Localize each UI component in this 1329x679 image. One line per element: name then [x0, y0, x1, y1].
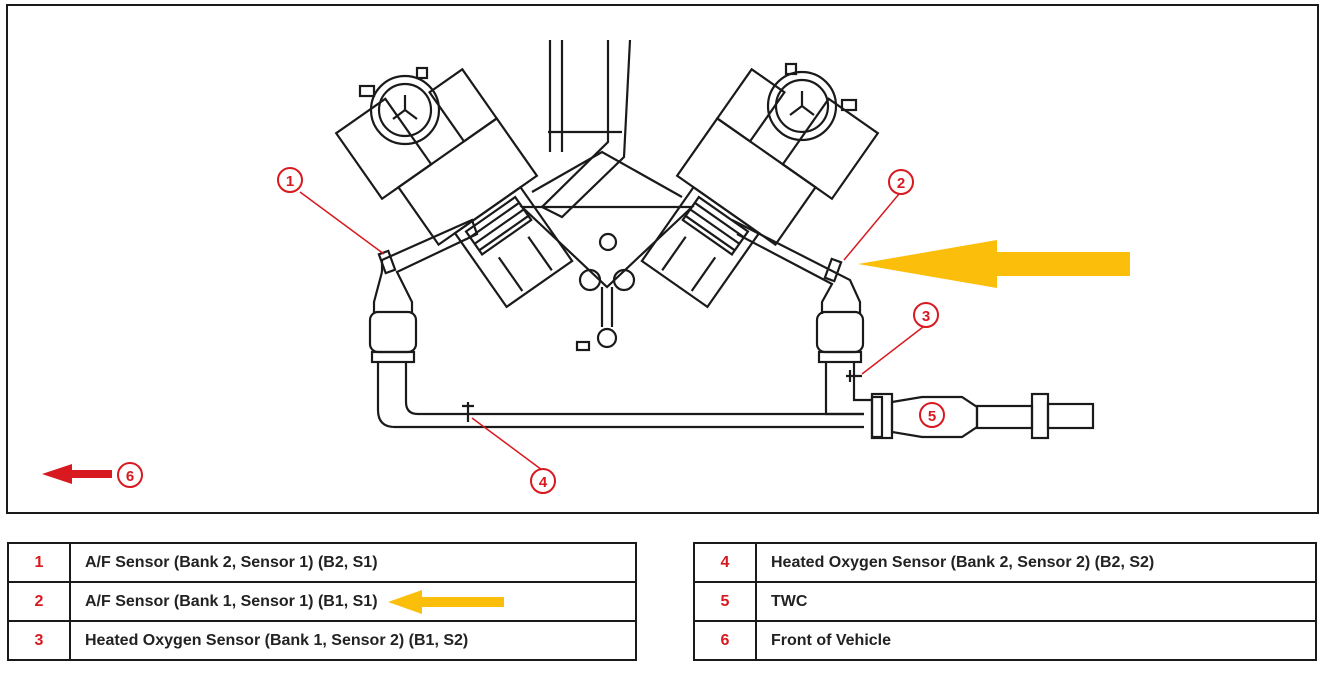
callout-5-circle	[919, 402, 945, 428]
legend-row: 5 TWC	[693, 581, 1317, 622]
legend-number: 1	[7, 542, 71, 583]
sensor-4-part	[462, 402, 474, 422]
callout-1-circle	[277, 167, 303, 193]
legend-label: TWC	[755, 581, 1317, 622]
callout-2-label: 2	[897, 175, 905, 192]
legend-label: A/F Sensor (Bank 1, Sensor 1) (B1, S1)	[85, 592, 378, 610]
legend-number: 2	[7, 581, 71, 622]
left-cam-pulley	[358, 66, 441, 146]
callout-6-circle	[117, 462, 143, 488]
legend-highlight-arrow-icon	[387, 589, 504, 614]
engine-schematic: 1 2 3 4 5 6	[42, 39, 1130, 494]
legend-row: 6 Front of Vehicle	[693, 620, 1317, 661]
callout-4-label: 4	[539, 474, 548, 491]
callout-1-label: 1	[286, 173, 294, 190]
legend-label: A/F Sensor (Bank 2, Sensor 1) (B2, S1)	[69, 542, 637, 583]
callout-2-circle	[888, 169, 914, 195]
legend-number: 6	[693, 620, 757, 661]
twc-converter	[870, 392, 1095, 440]
callout-4-circle	[530, 468, 556, 494]
callout-3-circle	[913, 302, 939, 328]
right-cylinder-bank	[640, 67, 880, 309]
legend-row: 1 A/F Sensor (Bank 2, Sensor 1) (B2, S1)	[7, 542, 637, 583]
sensor-3-part	[846, 370, 862, 382]
left-cylinder-bank	[334, 67, 574, 309]
sensor-1-part	[377, 249, 397, 275]
callout-3-label: 3	[922, 308, 930, 325]
engine-diagram: 1 2 3 4 5 6	[6, 4, 1319, 514]
callout-3-leader	[861, 326, 924, 375]
crankcase	[519, 150, 695, 352]
highlight-arrow-icon	[858, 240, 1130, 288]
legend-number: 3	[7, 620, 71, 661]
legend-label-cell: A/F Sensor (Bank 1, Sensor 1) (B1, S1)	[69, 581, 637, 622]
legend-table-right: 4 Heated Oxygen Sensor (Bank 2, Sensor 2…	[693, 542, 1317, 661]
callout-5-label: 5	[928, 408, 936, 425]
right-cam-pulley	[766, 62, 858, 142]
left-exhaust-pipe	[368, 218, 864, 429]
callout-1-leader	[299, 191, 385, 255]
legend-label: Heated Oxygen Sensor (Bank 2, Sensor 2) …	[755, 542, 1317, 583]
legend-number: 5	[693, 581, 757, 622]
legend-label: Front of Vehicle	[755, 620, 1317, 661]
legend-row: 4 Heated Oxygen Sensor (Bank 2, Sensor 2…	[693, 542, 1317, 583]
callout-6-label: 6	[126, 468, 134, 485]
legend-label: Heated Oxygen Sensor (Bank 1, Sensor 2) …	[69, 620, 637, 661]
callout-2-leader	[843, 193, 900, 261]
right-exhaust-pipe	[731, 219, 872, 416]
legend-table-left: 1 A/F Sensor (Bank 2, Sensor 1) (B2, S1)…	[7, 542, 637, 661]
legend-row: 2 A/F Sensor (Bank 1, Sensor 1) (B1, S1)	[7, 581, 637, 622]
front-of-vehicle-arrow-icon	[42, 464, 112, 484]
central-pipe	[540, 39, 632, 219]
sensor-2-part	[823, 257, 843, 283]
legend-number: 4	[693, 542, 757, 583]
callout-4-leader	[471, 417, 543, 471]
legend-row: 3 Heated Oxygen Sensor (Bank 1, Sensor 2…	[7, 620, 637, 661]
